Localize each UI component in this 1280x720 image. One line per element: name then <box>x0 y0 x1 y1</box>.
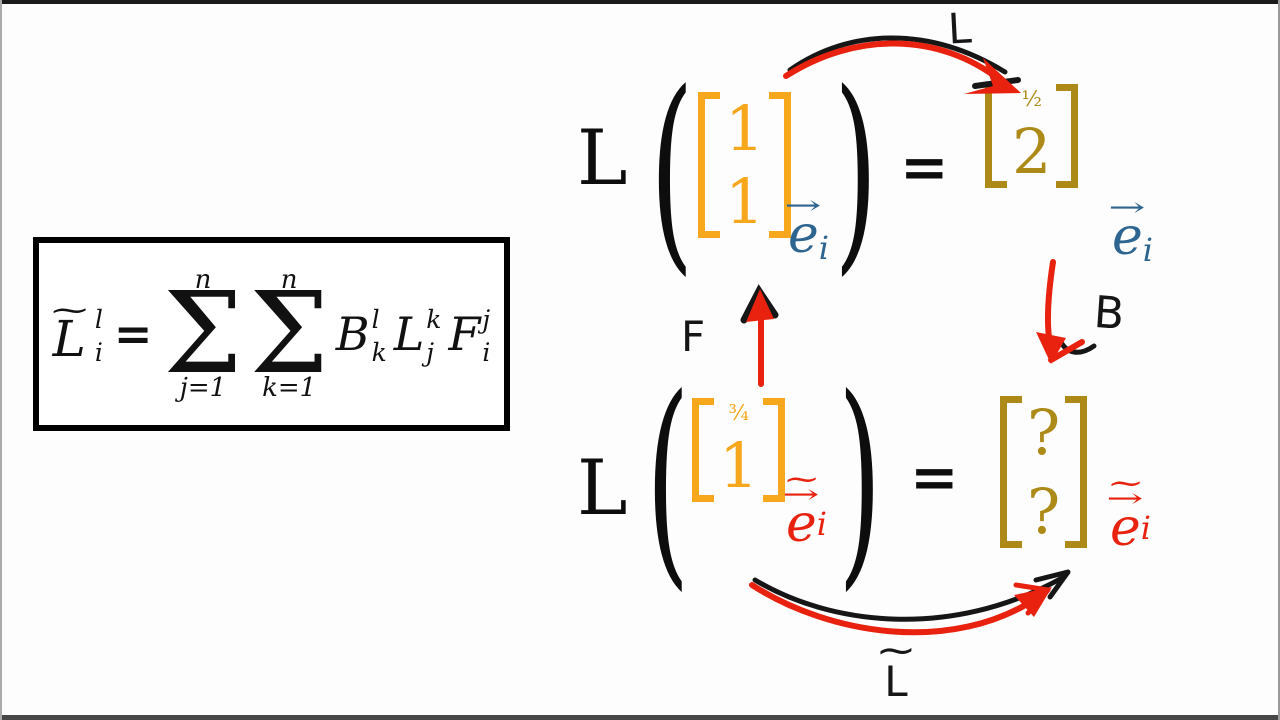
tilde-accent: ~ <box>875 628 917 672</box>
bottom-equals: = <box>910 443 959 511</box>
vector-entry: 2 <box>1012 114 1052 188</box>
label-map-L-tilde: ~ L <box>875 628 917 706</box>
bracket-left <box>698 92 720 239</box>
map-F-arrow <box>740 284 779 387</box>
vector-arrow-accent: → <box>784 191 822 221</box>
sum-over-j: n Σ j=1 <box>163 264 243 404</box>
top-paren-close: ) <box>834 47 878 296</box>
bracket-right <box>769 92 792 239</box>
tensor-formula-box: ~ L l i = n Σ j=1 n Σ k=1 B l k L k j F … <box>33 237 510 431</box>
map-B-arrow <box>1036 259 1097 364</box>
vector-arrow-accent: → <box>782 479 820 510</box>
lhs-L-tilde: ~ L <box>47 292 91 368</box>
lhs-scripts: l i <box>95 307 103 365</box>
top-input-basis: → e i <box>784 191 830 267</box>
bracket-left <box>985 84 1007 188</box>
bracket-right <box>763 398 786 502</box>
sigma-glyph: Σ <box>163 268 243 399</box>
top-operator-L: L <box>577 113 628 202</box>
top-equals: = <box>900 133 949 201</box>
bottom-input-basis: ~ → e i <box>782 462 828 554</box>
label-map-L: L <box>946 3 973 54</box>
lhs-sub: i <box>94 338 103 367</box>
bottom-operator-L: L <box>577 443 628 532</box>
factor-L: L k j <box>393 305 442 367</box>
map-L-tilde-arrow <box>749 569 1071 636</box>
vector-entry: 1 <box>725 92 765 165</box>
label-map-F: F <box>681 312 706 361</box>
vector-arrow-accent: → <box>1106 483 1144 514</box>
vector-entry: 1 <box>719 428 759 502</box>
tilde-accent: ~ <box>47 292 91 328</box>
bracket-left <box>692 398 714 502</box>
top-output-vector: ½ 2 <box>985 84 1079 188</box>
top-paren-open: ( <box>650 47 694 296</box>
bracket-right <box>1065 396 1088 549</box>
bracket-right <box>1056 84 1079 188</box>
vector-entry: ? <box>1027 396 1061 469</box>
bracket-left <box>1000 396 1022 549</box>
lhs-sup: l <box>94 305 103 334</box>
vector-entry: ? <box>1027 475 1061 549</box>
bottom-paren-close: ) <box>838 350 882 612</box>
vector-entry: ¾ <box>728 400 749 425</box>
bottom-input-vector: ¾ 1 <box>692 398 786 502</box>
factor-F: F j i <box>448 305 491 367</box>
formula-equals: = <box>113 307 153 361</box>
frame-edge-left <box>0 0 2 720</box>
letterbox-top <box>0 0 1280 4</box>
vector-entry: ½ <box>1021 86 1042 111</box>
bottom-paren-open: ( <box>646 350 690 612</box>
vector-entry: 1 <box>725 165 765 239</box>
bottom-output-basis: ~ → e i <box>1106 466 1152 558</box>
sigma-glyph: Σ <box>249 268 329 399</box>
bottom-output-vector: ? ? <box>1000 396 1088 549</box>
frame-edge-right <box>1278 0 1280 720</box>
top-output-basis: → e i <box>1108 193 1154 269</box>
label-map-B: B <box>1092 287 1126 340</box>
top-input-vector: 1 1 <box>698 92 792 239</box>
factor-B: B l k <box>335 305 387 367</box>
letterbox-bottom <box>0 715 1280 720</box>
vector-arrow-accent: → <box>1108 193 1146 223</box>
sum-over-k: n Σ k=1 <box>249 264 329 404</box>
